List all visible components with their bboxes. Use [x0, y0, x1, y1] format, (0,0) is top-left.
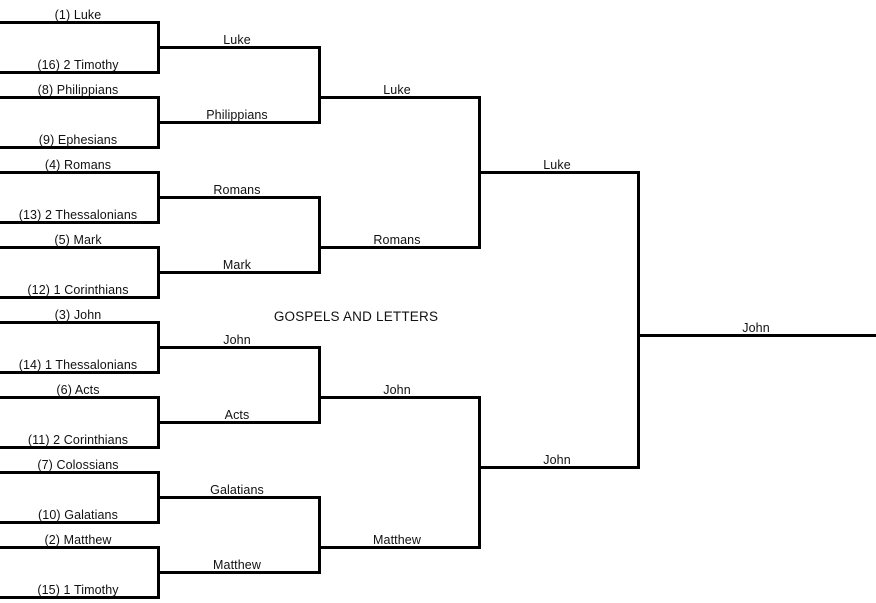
bracket-slot-label[interactable]: John — [742, 321, 770, 335]
bracket-slot-line — [0, 446, 157, 449]
bracket-slot-label[interactable]: (1) Luke — [54, 8, 102, 22]
bracket-slot-label[interactable]: Luke — [383, 83, 411, 97]
bracket-slot-line — [157, 346, 318, 349]
bracket-slot-line — [318, 96, 478, 99]
bracket-slot-line — [478, 171, 637, 174]
bracket-slot-line — [0, 296, 157, 299]
bracket-slot-line — [0, 321, 157, 324]
bracket-slot-label[interactable]: Galatians — [210, 483, 264, 497]
bracket-slot-line — [0, 171, 157, 174]
bracket-slot-line — [0, 221, 157, 224]
bracket-slot-line — [318, 546, 478, 549]
bracket-slot-line — [0, 21, 157, 24]
bracket-slot-line — [637, 334, 876, 337]
bracket-connector-line — [478, 396, 481, 549]
bracket-slot-label[interactable]: Acts — [224, 408, 250, 422]
bracket-slot-label[interactable]: (11) 2 Corinthians — [27, 433, 129, 447]
bracket-slot-label[interactable]: Luke — [543, 158, 571, 172]
bracket-slot-label[interactable]: (16) 2 Timothy — [37, 58, 119, 72]
bracket-slot-label[interactable]: (10) Galatians — [38, 508, 118, 522]
bracket-connector-line — [318, 346, 321, 424]
bracket-slot-label[interactable]: (2) Matthew — [44, 533, 112, 547]
bracket-slot-label[interactable]: (13) 2 Thessalonians — [18, 208, 138, 222]
bracket-slot-label[interactable]: (8) Philippians — [37, 83, 119, 97]
bracket-connector-line — [318, 46, 321, 124]
bracket-slot-line — [0, 246, 157, 249]
bracket-slot-line — [157, 271, 318, 274]
bracket-slot-label[interactable]: John — [383, 383, 411, 397]
bracket-slot-line — [0, 546, 157, 549]
bracket-slot-label[interactable]: (7) Colossians — [37, 458, 119, 472]
bracket-slot-label[interactable]: (12) 1 Corinthians — [27, 283, 129, 297]
bracket-slot-label[interactable]: John — [223, 333, 251, 347]
bracket-slot-line — [0, 471, 157, 474]
bracket-connector-line — [637, 171, 640, 469]
bracket-slot-line — [0, 96, 157, 99]
bracket-slot-label[interactable]: Romans — [213, 183, 261, 197]
bracket-slot-line — [157, 421, 318, 424]
bracket-slot-label[interactable]: (3) John — [54, 308, 102, 322]
bracket-slot-label[interactable]: Philippians — [206, 108, 268, 122]
bracket-slot-label[interactable]: (9) Ephesians — [38, 133, 118, 147]
bracket-slot-label[interactable]: Mark — [222, 258, 252, 272]
bracket-slot-label[interactable]: (14) 1 Thessalonians — [18, 358, 138, 372]
bracket-connector-line — [318, 496, 321, 574]
bracket-slot-label[interactable]: (4) Romans — [44, 158, 112, 172]
bracket-slot-line — [0, 396, 157, 399]
bracket-slot-label[interactable]: Matthew — [373, 533, 421, 547]
bracket-slot-label[interactable]: Luke — [223, 33, 251, 47]
bracket-slot-line — [0, 521, 157, 524]
bracket-slot-line — [157, 196, 318, 199]
bracket-slot-label[interactable]: (6) Acts — [56, 383, 100, 397]
bracket-slot-label[interactable]: (5) Mark — [54, 233, 102, 247]
bracket-slot-line — [157, 121, 318, 124]
bracket-slot-line — [0, 146, 157, 149]
bracket-slot-label[interactable]: Matthew — [213, 558, 261, 572]
bracket-slot-line — [0, 596, 157, 599]
bracket-connector-line — [318, 196, 321, 274]
bracket-slot-label[interactable]: John — [543, 453, 571, 467]
bracket-slot-label[interactable]: (15) 1 Timothy — [37, 583, 119, 597]
bracket-slot-line — [318, 396, 478, 399]
bracket-slot-line — [157, 496, 318, 499]
bracket-slot-line — [0, 371, 157, 374]
bracket-slot-line — [157, 46, 318, 49]
bracket-slot-line — [478, 466, 637, 469]
region-title: GOSPELS AND LETTERS — [273, 309, 439, 324]
bracket-slot-line — [318, 246, 478, 249]
bracket-slot-label[interactable]: Romans — [373, 233, 421, 247]
bracket-slot-line — [0, 71, 157, 74]
bracket-slot-line — [157, 571, 318, 574]
